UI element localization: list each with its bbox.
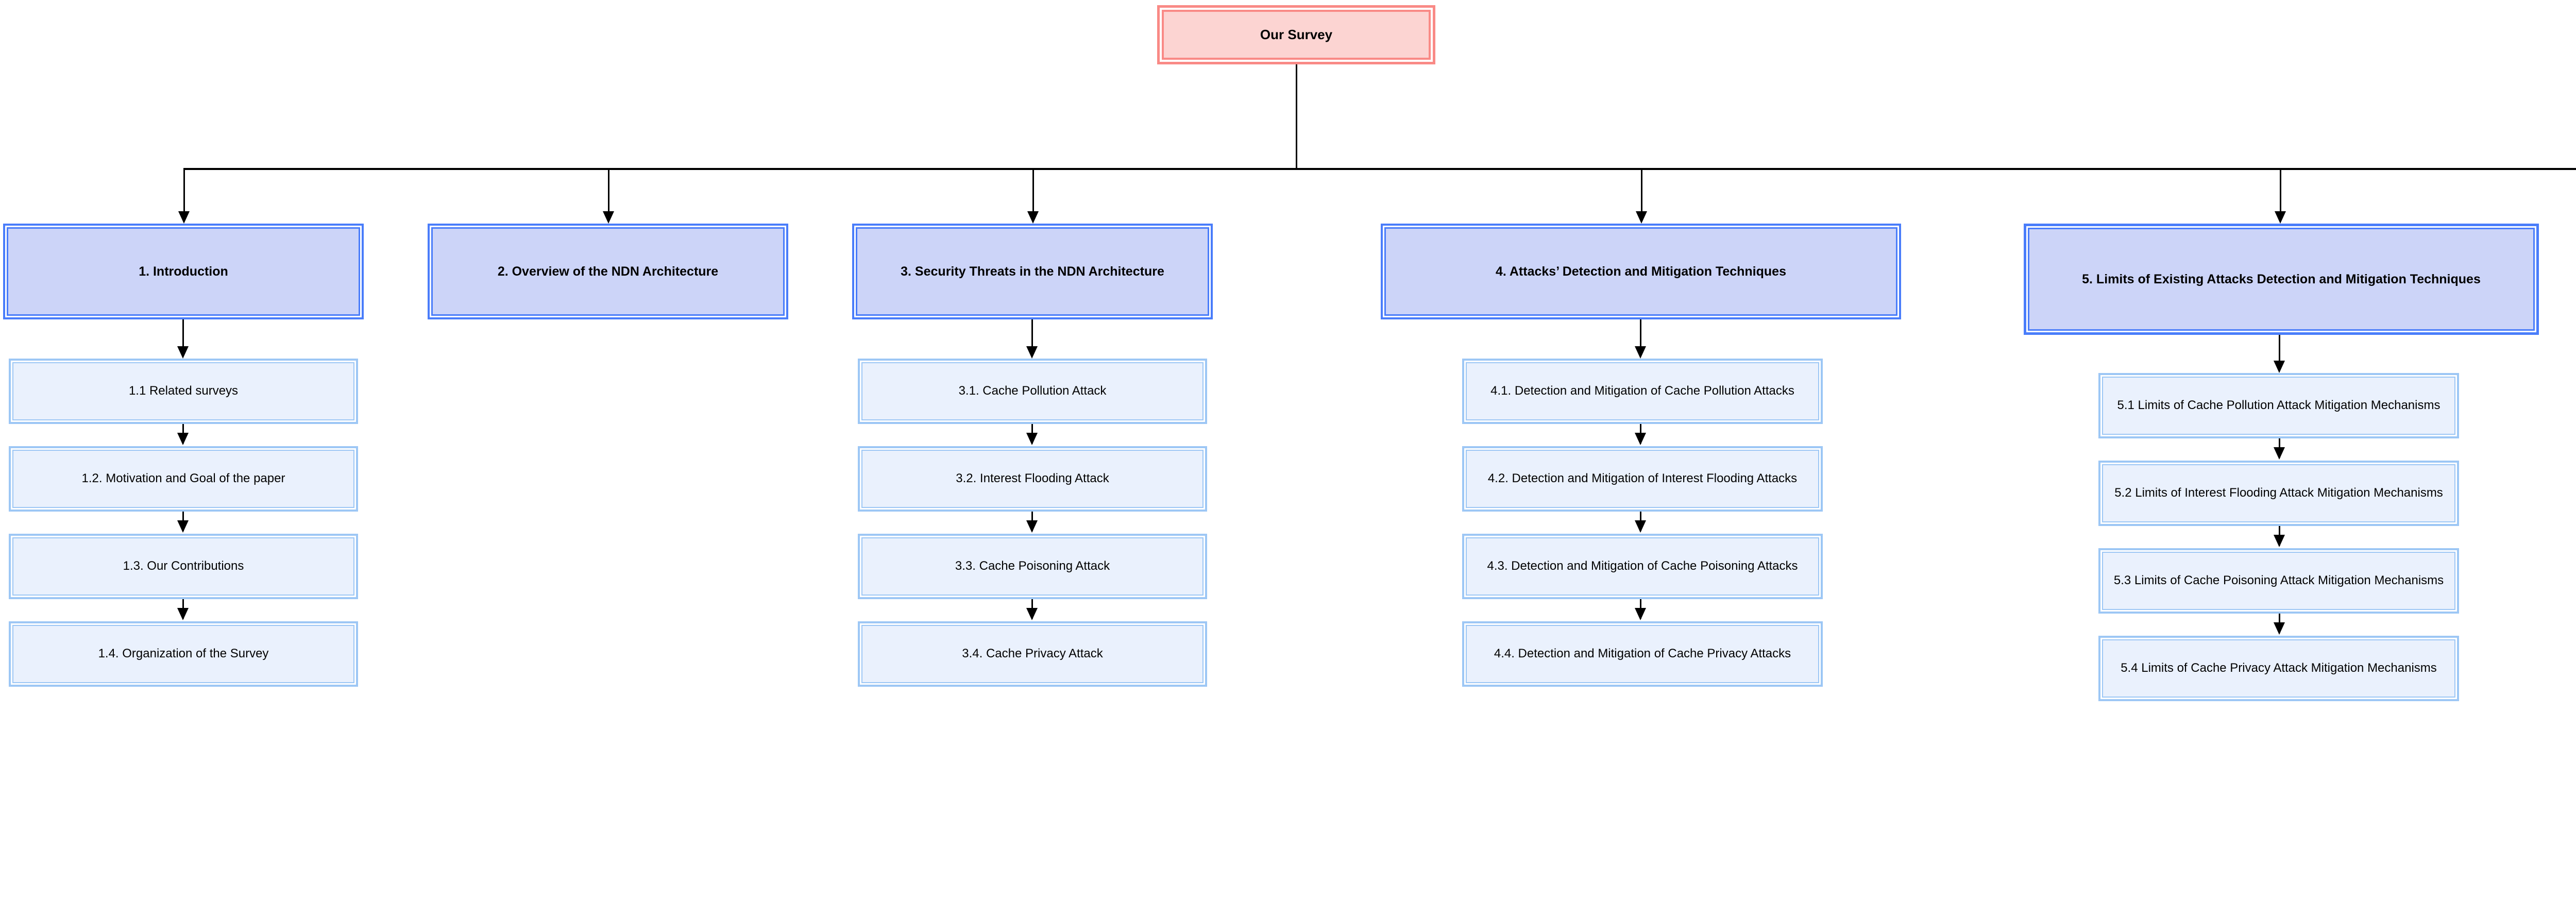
node-item-1-3-inner: 1.3. Our Contributions: [12, 537, 354, 596]
node-item-1-4[interactable]: 1.4. Organization of the Survey: [9, 621, 358, 687]
node-root-label: Our Survey: [1260, 26, 1333, 42]
node-item-1-3-label: 1.3. Our Contributions: [123, 559, 244, 573]
node-item-1-4-label: 1.4. Organization of the Survey: [98, 647, 269, 661]
node-item-4-2[interactable]: 4.2. Detection and Mitigation of Interes…: [1462, 446, 1823, 512]
node-section-2-inner: 2. Overview of the NDN Architecture: [431, 227, 785, 316]
node-item-4-1[interactable]: 4.1. Detection and Mitigation of Cache P…: [1462, 359, 1823, 424]
node-item-1-2-label: 1.2. Motivation and Goal of the paper: [81, 471, 285, 486]
arrowhead-drop-s3: [1027, 211, 1039, 224]
node-item-5-4[interactable]: 5.4 Limits of Cache Privacy Attack Mitig…: [2098, 636, 2459, 701]
node-section-1-inner: 1. Introduction: [7, 227, 360, 316]
arrowhead-s1c1-to-s1c2: [177, 433, 189, 445]
connector-drop-s1: [183, 170, 185, 213]
node-item-4-3-label: 4.3. Detection and Mitigation of Cache P…: [1487, 559, 1798, 573]
node-section-5[interactable]: 5. Limits of Existing Attacks Detection …: [2024, 224, 2539, 335]
node-item-4-4[interactable]: 4.4. Detection and Mitigation of Cache P…: [1462, 621, 1823, 687]
node-item-1-2-inner: 1.2. Motivation and Goal of the paper: [12, 450, 354, 508]
node-item-1-1[interactable]: 1.1 Related surveys: [9, 359, 358, 424]
node-item-3-4-label: 3.4. Cache Privacy Attack: [962, 647, 1103, 661]
node-section-2-label: 2. Overview of the NDN Architecture: [497, 264, 719, 279]
node-item-1-1-label: 1.1 Related surveys: [128, 384, 239, 398]
node-root-our-survey[interactable]: Our Survey: [1157, 5, 1435, 64]
connector-s3-to-s3c1: [1031, 319, 1033, 353]
arrowhead-s1c3-to-s1c4: [177, 608, 189, 620]
node-section-2[interactable]: 2. Overview of the NDN Architecture: [428, 224, 788, 319]
node-item-5-4-inner: 5.4 Limits of Cache Privacy Attack Mitig…: [2102, 639, 2455, 698]
node-section-4[interactable]: 4. Attacks’ Detection and Mitigation Tec…: [1381, 224, 1901, 319]
arrowhead-s3-to-s3c1: [1026, 346, 1038, 359]
node-section-3[interactable]: 3. Security Threats in the NDN Architect…: [852, 224, 1213, 319]
node-item-4-4-inner: 4.4. Detection and Mitigation of Cache P…: [1466, 625, 1819, 683]
node-item-3-1[interactable]: 3.1. Cache Pollution Attack: [858, 359, 1207, 424]
node-item-3-2-inner: 3.2. Interest Flooding Attack: [861, 450, 1204, 508]
arrowhead-s4c3-to-s4c4: [1635, 608, 1646, 620]
node-section-3-inner: 3. Security Threats in the NDN Architect…: [856, 227, 1209, 316]
connector-root-stem: [1296, 64, 1297, 169]
node-item-3-3[interactable]: 3.3. Cache Poisoning Attack: [858, 534, 1207, 599]
node-item-3-1-inner: 3.1. Cache Pollution Attack: [861, 362, 1204, 420]
node-item-1-4-inner: 1.4. Organization of the Survey: [12, 625, 354, 683]
node-item-3-1-label: 3.1. Cache Pollution Attack: [958, 384, 1107, 398]
node-item-3-3-label: 3.3. Cache Poisoning Attack: [955, 559, 1110, 573]
connector-drop-s5: [2280, 170, 2281, 213]
node-item-5-3-label: 5.3 Limits of Cache Poisoning Attack Mit…: [2113, 573, 2444, 588]
node-item-5-2-inner: 5.2 Limits of Interest Flooding Attack M…: [2102, 464, 2455, 522]
node-item-4-3[interactable]: 4.3. Detection and Mitigation of Cache P…: [1462, 534, 1823, 599]
node-section-3-label: 3. Security Threats in the NDN Architect…: [901, 264, 1164, 279]
connector-drop-s2: [608, 170, 609, 213]
node-root-inner: Our Survey: [1162, 10, 1431, 60]
connector-s5-to-s5c1: [2279, 335, 2280, 369]
node-item-5-3-inner: 5.3 Limits of Cache Poisoning Attack Mit…: [2102, 552, 2455, 610]
node-item-3-2-label: 3.2. Interest Flooding Attack: [956, 471, 1109, 486]
node-item-1-1-inner: 1.1 Related surveys: [12, 362, 354, 420]
node-section-1-label: 1. Introduction: [139, 264, 228, 279]
connector-drop-s3: [1032, 170, 1034, 213]
node-item-4-1-inner: 4.1. Detection and Mitigation of Cache P…: [1466, 362, 1819, 420]
node-section-4-inner: 4. Attacks’ Detection and Mitigation Tec…: [1384, 227, 1897, 316]
node-item-5-1[interactable]: 5.1 Limits of Cache Pollution Attack Mit…: [2098, 373, 2459, 438]
arrowhead-drop-s2: [603, 211, 614, 224]
arrowhead-s5c3-to-s5c4: [2274, 622, 2285, 635]
arrowhead-drop-s5: [2275, 211, 2286, 224]
node-item-3-3-inner: 3.3. Cache Poisoning Attack: [861, 537, 1204, 596]
arrowhead-drop-s4: [1636, 211, 1647, 224]
node-item-4-3-inner: 4.3. Detection and Mitigation of Cache P…: [1466, 537, 1819, 596]
node-item-1-2[interactable]: 1.2. Motivation and Goal of the paper: [9, 446, 358, 512]
arrowhead-s1-to-s1c1: [177, 346, 189, 359]
node-section-1[interactable]: 1. Introduction: [3, 224, 364, 319]
node-section-5-inner: 5. Limits of Existing Attacks Detection …: [2028, 228, 2535, 331]
arrowhead-s5-to-s5c1: [2274, 361, 2285, 373]
connector-s1-to-s1c1: [182, 319, 184, 353]
node-section-5-label: 5. Limits of Existing Attacks Detection …: [2082, 272, 2481, 286]
node-item-4-2-inner: 4.2. Detection and Mitigation of Interes…: [1466, 450, 1819, 508]
arrowhead-s4-to-s4c1: [1635, 346, 1646, 359]
connector-root-bus: [183, 168, 2576, 170]
arrowhead-s3c1-to-s3c2: [1026, 433, 1038, 445]
node-item-4-2-label: 4.2. Detection and Mitigation of Interes…: [1487, 471, 1798, 486]
node-item-4-4-label: 4.4. Detection and Mitigation of Cache P…: [1494, 647, 1791, 661]
node-item-4-1-label: 4.1. Detection and Mitigation of Cache P…: [1490, 384, 1794, 398]
node-item-1-3[interactable]: 1.3. Our Contributions: [9, 534, 358, 599]
arrowhead-s5c2-to-s5c3: [2274, 535, 2285, 547]
node-item-3-2[interactable]: 3.2. Interest Flooding Attack: [858, 446, 1207, 512]
arrowhead-s4c1-to-s4c2: [1635, 433, 1646, 445]
node-item-5-1-label: 5.1 Limits of Cache Pollution Attack Mit…: [2117, 398, 2441, 413]
arrowhead-drop-s1: [178, 211, 190, 224]
arrowhead-s1c2-to-s1c3: [177, 520, 189, 533]
arrowhead-s3c3-to-s3c4: [1026, 608, 1038, 620]
node-section-4-label: 4. Attacks’ Detection and Mitigation Tec…: [1496, 264, 1786, 279]
connector-drop-s4: [1641, 170, 1642, 213]
connector-s4-to-s4c1: [1640, 319, 1641, 353]
arrowhead-s4c2-to-s4c3: [1635, 520, 1646, 533]
node-item-3-4-inner: 3.4. Cache Privacy Attack: [861, 625, 1204, 683]
node-item-5-1-inner: 5.1 Limits of Cache Pollution Attack Mit…: [2102, 377, 2455, 435]
node-item-5-2-label: 5.2 Limits of Interest Flooding Attack M…: [2114, 486, 2443, 500]
node-item-5-2[interactable]: 5.2 Limits of Interest Flooding Attack M…: [2098, 461, 2459, 526]
arrowhead-s5c1-to-s5c2: [2274, 447, 2285, 460]
node-item-5-4-label: 5.4 Limits of Cache Privacy Attack Mitig…: [2121, 661, 2437, 675]
arrowhead-s3c2-to-s3c3: [1026, 520, 1038, 533]
node-item-3-4[interactable]: 3.4. Cache Privacy Attack: [858, 621, 1207, 687]
node-item-5-3[interactable]: 5.3 Limits of Cache Poisoning Attack Mit…: [2098, 548, 2459, 614]
